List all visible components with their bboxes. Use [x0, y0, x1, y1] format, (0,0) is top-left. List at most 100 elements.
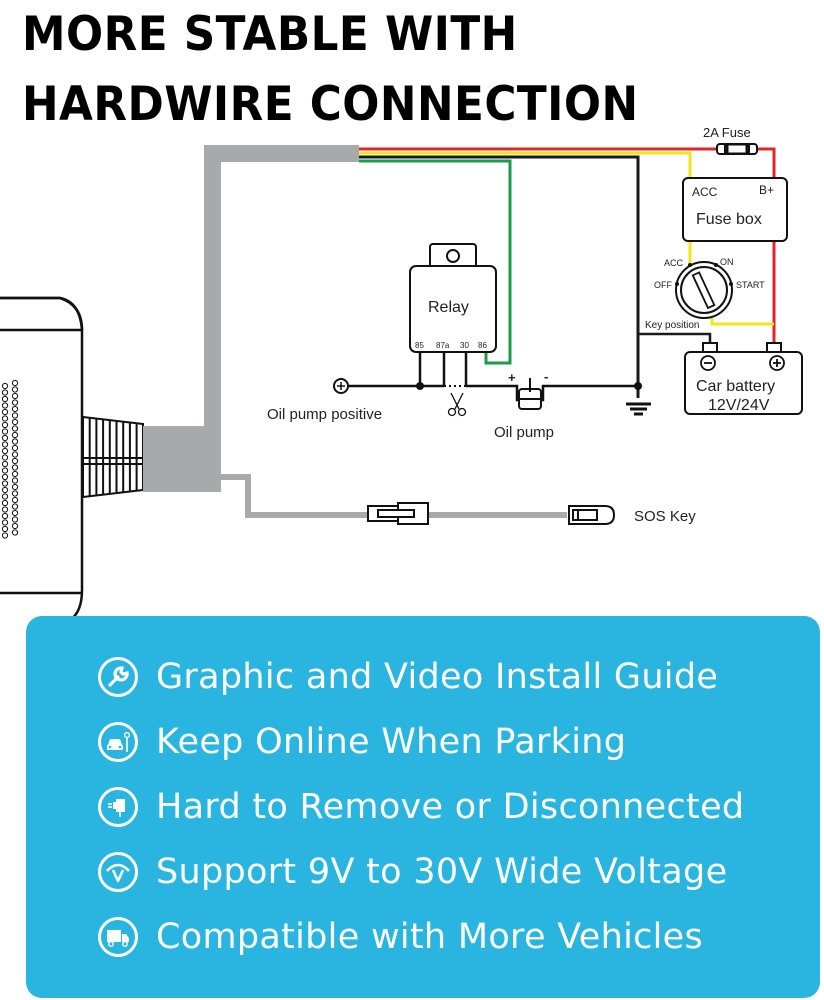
fuse-box-acc-label: ACC	[692, 185, 718, 199]
vent-hole	[11, 438, 19, 445]
vent-hole	[1, 493, 9, 500]
vent-hole	[11, 386, 19, 393]
feature-item: Compatible with More Vehicles	[98, 904, 744, 969]
vent-hole	[11, 405, 19, 413]
vent-hole	[1, 434, 9, 442]
yellow-key-wire	[710, 318, 774, 326]
vent-holes	[1, 379, 19, 539]
title-line-2: HARDWIRE CONNECTION	[22, 77, 639, 132]
vent-hole	[1, 454, 9, 461]
black-wire	[359, 155, 640, 398]
vent-hole	[11, 399, 19, 406]
vent-hole	[1, 415, 9, 422]
fuse-label: 2A Fuse	[703, 125, 751, 140]
feature-label: Hard to Remove or Disconnected	[156, 786, 745, 827]
vent-hole	[11, 412, 19, 419]
vent-hole	[1, 473, 9, 481]
vent-hole	[11, 529, 19, 536]
fuse-box-bplus-label: B+	[759, 183, 774, 197]
features-panel	[26, 616, 820, 998]
key-acc-label: ACC	[664, 258, 684, 268]
vent-hole	[11, 464, 19, 471]
vent-hole	[11, 470, 19, 478]
vent-hole	[11, 509, 19, 517]
voltage-icon	[98, 851, 138, 892]
parked-car-icon	[98, 721, 138, 762]
vent-hole	[11, 483, 19, 491]
vent-hole	[11, 431, 19, 439]
vent-hole	[1, 441, 9, 448]
feature-list: Graphic and Video Install Guide Keep Onl…	[98, 644, 744, 969]
vent-hole	[11, 496, 19, 504]
relay-pin-87a: 87a	[436, 341, 450, 350]
battery-label-1: Car battery	[696, 378, 775, 395]
green-wire	[359, 159, 512, 365]
feature-label: Compatible with More Vehicles	[156, 916, 704, 957]
device-connector	[82, 415, 144, 499]
feature-label: Graphic and Video Install Guide	[156, 656, 719, 697]
red-wire	[359, 147, 776, 362]
feature-item: Hard to Remove or Disconnected	[98, 774, 744, 839]
oil-pump-label: Oil pump	[494, 424, 554, 441]
vent-hole	[1, 428, 9, 435]
vent-hole	[11, 477, 19, 484]
relay-pin-85: 85	[415, 341, 424, 350]
truck-icon	[98, 916, 138, 957]
vent-hole	[11, 457, 19, 465]
vent-hole	[11, 451, 19, 458]
battery-negative-wire	[638, 332, 712, 344]
vent-hole	[1, 460, 9, 468]
vent-hole	[1, 408, 9, 416]
page-title: MORE STABLE WITH HARDWIRE CONNECTION	[22, 0, 639, 140]
key-position-label: Key position	[645, 320, 699, 331]
vent-hole	[1, 395, 9, 403]
key-off-label: OFF	[654, 280, 672, 290]
vent-hole	[1, 467, 9, 474]
vent-hole	[11, 522, 19, 530]
vent-hole	[1, 499, 9, 507]
feature-item: Support 9V to 30V Wide Voltage	[98, 839, 744, 904]
pump-minus-label: -	[544, 369, 548, 384]
vent-hole	[11, 418, 19, 426]
title-line-1: MORE STABLE WITH	[22, 7, 518, 62]
junction-dot	[416, 382, 424, 390]
vent-hole	[1, 525, 9, 533]
sos-connector	[367, 502, 429, 525]
feature-item: Keep Online When Parking	[98, 709, 744, 774]
relay-pin-86: 86	[478, 341, 487, 350]
vent-hole	[11, 392, 19, 400]
feature-label: Keep Online When Parking	[156, 721, 627, 762]
vent-hole	[1, 447, 9, 455]
vent-hole	[11, 444, 19, 452]
vent-hole	[11, 503, 19, 510]
key-start-label: START	[736, 280, 765, 290]
vent-hole	[1, 512, 9, 520]
fuse-box	[682, 177, 788, 242]
fuse-box-title: Fuse box	[696, 211, 762, 228]
wrench-icon	[98, 656, 138, 697]
plug-icon	[98, 786, 138, 827]
car-battery	[684, 342, 803, 415]
relay-title: Relay	[428, 299, 469, 316]
vent-hole	[11, 516, 19, 523]
vent-hole	[1, 486, 9, 494]
vent-hole	[11, 379, 19, 387]
vent-hole	[11, 490, 19, 497]
oil-pump-positive-terminal	[333, 378, 349, 394]
oil-pump-positive-label: Oil pump positive	[267, 406, 382, 423]
yellow-wire	[359, 151, 692, 180]
ground-icon	[626, 382, 651, 416]
main-cable	[143, 145, 567, 518]
pump-plus-label: +	[508, 370, 516, 385]
vent-hole	[1, 506, 9, 513]
battery-label-2: 12V/24V	[708, 397, 770, 414]
ignition-switch	[675, 261, 733, 319]
scissors-icon	[447, 392, 467, 417]
vent-hole	[11, 425, 19, 432]
vent-hole	[1, 480, 9, 487]
oil-pump-icon	[518, 378, 542, 410]
sos-key-icon	[568, 505, 616, 525]
feature-label: Support 9V to 30V Wide Voltage	[156, 851, 728, 892]
key-on-label: ON	[720, 257, 734, 267]
vent-hole	[1, 402, 9, 409]
